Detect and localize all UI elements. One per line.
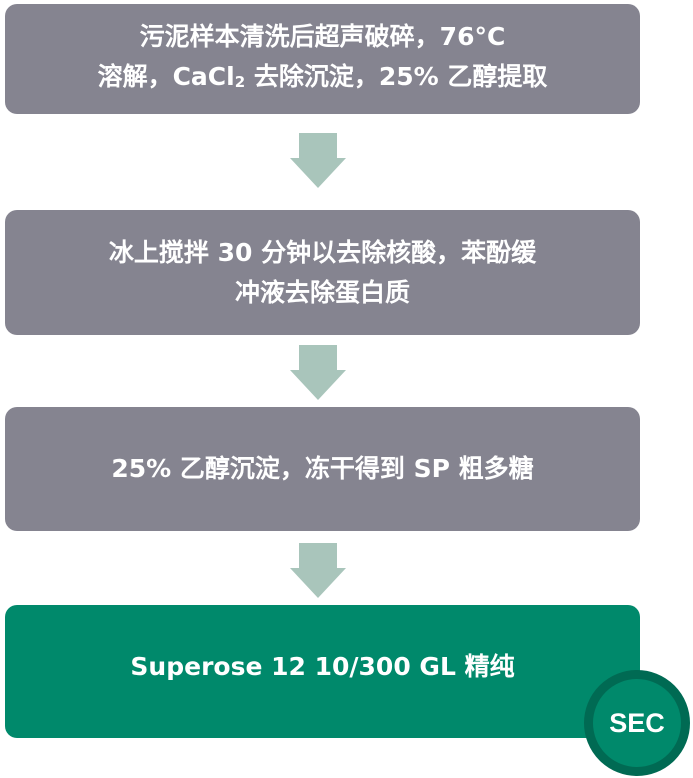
step-3-line-1: 25% 乙醇沉淀，冻干得到 SP 粗多糖 [111,454,534,483]
subscript: 2 [234,72,246,91]
step-2-line-1: 冰上搅拌 30 分钟以去除核酸，苯酚缓 [108,237,537,267]
sec-badge: SEC [584,670,690,776]
step-4-line-1: Superose 12 10/300 GL 精纯 [130,651,515,681]
step-2-line-2: 冲液去除蛋白质 [234,277,410,307]
step-1-line-2b: 去除沉淀，25% 乙醇提取 [245,61,548,91]
step-1-box: 污泥样本清洗后超声破碎，76°C 溶解，CaCl2 去除沉淀，25% 乙醇提取 [5,4,640,114]
step-3-box: 25% 乙醇沉淀，冻干得到 SP 粗多糖 [5,407,640,531]
step-4-box: Superose 12 10/300 GL 精纯 [5,605,640,738]
step-1-line-2: 溶解，CaCl2 去除沉淀，25% 乙醇提取 [98,57,548,102]
step-2-box: 冰上搅拌 30 分钟以去除核酸，苯酚缓 冲液去除蛋白质 [5,210,640,335]
arrow-down-icon [290,543,346,598]
step-1-line-1: 污泥样本清洗后超声破碎，76°C [139,21,506,51]
arrow-down-icon [290,133,346,188]
arrow-down-icon [290,345,346,400]
step-1-line-2a: 溶解，CaCl [97,61,235,91]
